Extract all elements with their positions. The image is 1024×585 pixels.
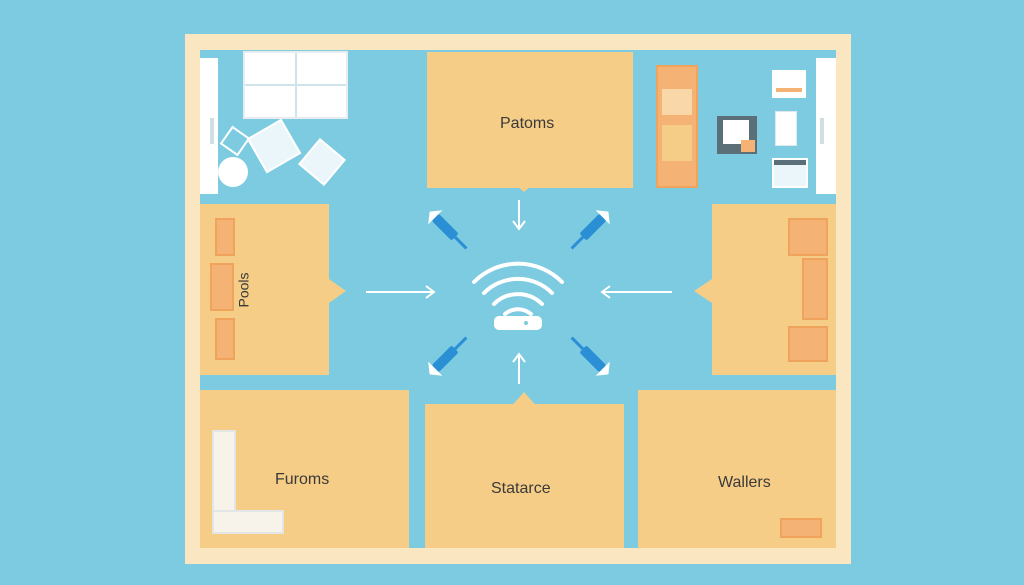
shelf-furniture-left-1 (215, 218, 235, 256)
satellite-antenna-icon-bottom-left (428, 336, 468, 376)
pointer-top (508, 178, 540, 192)
arrow-left-icon (600, 285, 672, 299)
satellite-antenna-icon-top-left (428, 210, 468, 250)
satellite-antenna-icon-bottom-right (570, 336, 610, 376)
room-bottom-center: Statarce (425, 404, 624, 548)
wifi-router-icon (472, 261, 564, 316)
bench-furniture (780, 518, 822, 538)
sofa-furniture-right-3 (788, 326, 828, 362)
sofa-furniture-right-1 (788, 218, 828, 256)
door-handle-right (820, 118, 824, 144)
door-handle-left (210, 118, 214, 144)
room-label-bottom-center: Statarce (491, 480, 551, 497)
pointer-left (329, 279, 346, 303)
sink-furniture (775, 111, 797, 146)
window-grid (243, 51, 348, 119)
room-top-center: Patoms (427, 52, 633, 188)
shelf-furniture-left-3 (215, 318, 235, 360)
room-label-bottom-right: Wallers (718, 474, 771, 491)
counter-top-furniture (772, 70, 806, 98)
arrow-down-icon (512, 200, 526, 231)
shelf-furniture-left-2 (210, 263, 234, 311)
room-label-bottom-left: Furoms (275, 471, 330, 488)
counter-bottom-furniture (772, 158, 808, 188)
cabinet-furniture (656, 65, 698, 188)
arrow-up-icon (512, 352, 526, 384)
pointer-right (694, 279, 712, 303)
sofa-furniture-right-2 (802, 258, 828, 320)
router-base-icon (494, 316, 542, 330)
satellite-antenna-icon-top-right (570, 210, 610, 250)
room-label-top-center: Patoms (500, 115, 555, 132)
pointer-bottom (508, 392, 540, 410)
arrow-right-icon (366, 285, 436, 299)
stove-furniture (717, 116, 757, 154)
round-table-furniture (218, 157, 248, 187)
wall-strip-left (200, 58, 218, 194)
counter-horizontal-furniture (212, 510, 284, 534)
wall-strip-right (816, 58, 836, 194)
